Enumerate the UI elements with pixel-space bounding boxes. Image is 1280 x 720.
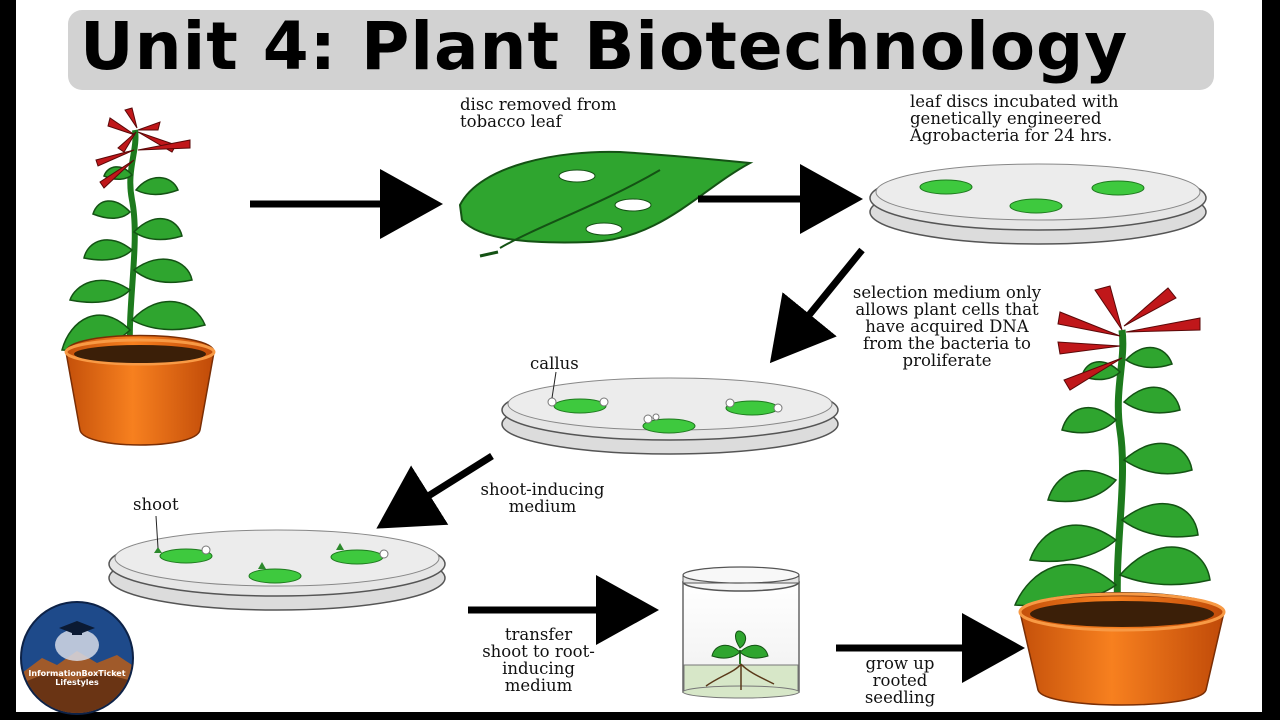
logo-text: InformationBoxTicket Lifestyles bbox=[22, 669, 132, 687]
label-line: proliferate bbox=[902, 351, 992, 370]
label-line: shoot to root- bbox=[482, 642, 595, 661]
logo-sub: Lifestyles bbox=[55, 678, 99, 687]
page-title: Unit 4: Plant Biotechnology bbox=[80, 8, 1129, 85]
label-line: selection medium only bbox=[852, 283, 1042, 302]
label-disc-removed: disc removed from tobacco leaf bbox=[460, 96, 617, 130]
label-line: disc removed from bbox=[460, 95, 617, 114]
label-incubated: leaf discs incubated with genetically en… bbox=[910, 93, 1119, 144]
channel-logo: InformationBoxTicket Lifestyles bbox=[20, 601, 134, 715]
root-medium-jar bbox=[682, 566, 800, 699]
label-line: transfer bbox=[504, 625, 573, 644]
label-line: medium bbox=[508, 497, 577, 516]
title-bar bbox=[68, 10, 1214, 90]
label-line: from the bacteria to bbox=[863, 334, 1031, 353]
label-shoot-inducing: shoot-inducing medium bbox=[460, 481, 625, 515]
label-transfer: transfer shoot to root- inducing medium bbox=[466, 626, 611, 694]
label-line: tobacco leaf bbox=[460, 112, 562, 131]
label-shoot: shoot bbox=[133, 495, 179, 514]
arrow-dish-to-selection bbox=[769, 247, 865, 364]
label-line: inducing bbox=[502, 659, 575, 678]
label-selection-medium: selection medium only allows plant cells… bbox=[832, 284, 1062, 369]
label-line: seedling bbox=[864, 688, 936, 707]
tobacco-plant-left bbox=[61, 107, 216, 446]
logo-graphic bbox=[22, 603, 132, 713]
label-line: medium bbox=[504, 676, 573, 695]
label-line: allows plant cells that bbox=[855, 300, 1039, 319]
petri-dish-incubation bbox=[869, 163, 1207, 245]
label-line: have acquired DNA bbox=[865, 317, 1029, 336]
petri-dish-callus bbox=[501, 371, 839, 455]
label-line: genetically engineered bbox=[910, 109, 1102, 128]
petri-dish-shoot bbox=[108, 515, 446, 611]
label-line: grow up bbox=[865, 654, 935, 673]
label-line: shoot-inducing bbox=[480, 480, 605, 499]
label-grow-up: grow up rooted seedling bbox=[845, 655, 955, 706]
logo-name: InformationBoxTicket bbox=[28, 669, 126, 678]
label-line: Agrobacteria for 24 hrs. bbox=[910, 126, 1113, 145]
label-line: rooted bbox=[872, 671, 928, 690]
label-callus: callus bbox=[530, 354, 579, 373]
tobacco-plant-right bbox=[1013, 285, 1226, 706]
arrow-callus-to-shoot bbox=[376, 453, 494, 529]
label-line: leaf discs incubated with bbox=[910, 92, 1119, 111]
tobacco-leaf bbox=[458, 150, 754, 258]
